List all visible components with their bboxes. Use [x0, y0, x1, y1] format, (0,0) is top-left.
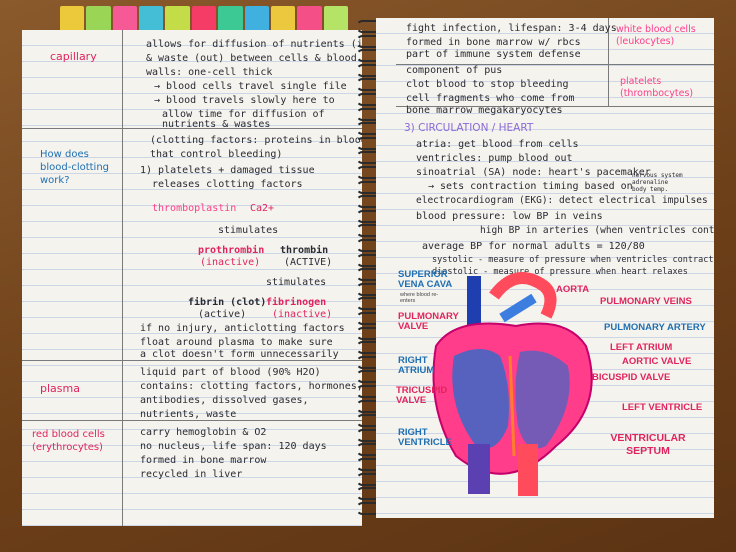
label-left-atrium: LEFT ATRIUM — [610, 342, 673, 353]
note-line: component of pus — [406, 65, 503, 76]
note-line: that control bleeding) — [150, 149, 283, 160]
note-line: fight infection, lifespan: 3-4 days — [406, 23, 617, 34]
note-line: average BP for normal adults = 120/80 — [422, 241, 645, 252]
note-line: clot blood to stop bleeding — [406, 79, 569, 90]
clot-thrombin-state: (ACTIVE) — [284, 257, 333, 268]
label-left-ventricle: LEFT VENTRICLE — [622, 402, 703, 413]
right-ventricle-chamber — [452, 349, 509, 449]
clot-fibrinogen-state: (inactive) — [272, 309, 333, 320]
row-divider — [22, 420, 362, 421]
clot-thrombin: thrombin — [280, 245, 329, 256]
note-line: if no injury, anticlotting factors — [140, 323, 345, 334]
label-right-ventricle: RIGHT VENTRICLE — [398, 427, 452, 448]
note-line: a clot doesn't form unnecessarily — [140, 349, 339, 360]
label-right-atrium: RIGHT ATRIUM — [398, 355, 435, 376]
note-small: body temp. — [632, 186, 669, 193]
note-line: electrocardiogram (EKG): detect electric… — [416, 195, 708, 206]
note-line: part of immune system defense — [406, 49, 581, 60]
note-line: float around plasma to make sure — [140, 337, 333, 348]
note-line: liquid part of blood (90% H2O) — [140, 367, 321, 378]
label-pulmonary-valve: PULMONARY VALVE — [398, 311, 459, 332]
note-line: → blood cells travel single file — [154, 81, 347, 92]
label-aorta: AORTA — [556, 284, 590, 295]
note-line: contains: clotting factors, hormones, — [140, 381, 362, 392]
clot-fibrin: fibrin (clot) — [188, 297, 267, 308]
column-divider — [608, 18, 609, 106]
clot-calcium: Ca2+ — [250, 203, 275, 214]
note-line: releases clotting factors — [152, 179, 303, 190]
term-white-blood-cells: white blood cells (leukocytes) — [616, 24, 696, 47]
note-line: 1) platelets + damaged tissue — [140, 165, 315, 176]
note-line: walls: one-cell thick — [146, 67, 273, 78]
note-line: nutrients & wastes — [162, 119, 271, 130]
note-line: cell fragments who come from — [406, 93, 575, 104]
label-ventricular-septum: VENTRICULAR SEPTUM — [610, 432, 686, 457]
note-line: → sets contraction timing based on — [428, 181, 633, 192]
clot-stimulates: stimulates — [218, 225, 279, 236]
term-capillary: capillary — [50, 50, 97, 63]
left-ventricle-chamber — [515, 350, 570, 449]
section-heading: 3) CIRCULATION / HEART — [404, 122, 534, 134]
label-pulmonary-veins: PULMONARY VEINS — [600, 296, 692, 307]
term-platelets: platelets (thrombocytes) — [620, 76, 694, 99]
row-divider — [22, 360, 362, 361]
heart-diagram — [432, 272, 593, 496]
note-small: nervous system — [632, 172, 683, 179]
inferior-vena-cava — [468, 444, 490, 494]
clot-fibrinogen: fibrinogen — [266, 297, 327, 308]
note-line: nutrients, waste — [140, 409, 237, 420]
note-line: antibodies, dissolved gases, — [140, 395, 309, 406]
note-line: recycled in liver — [140, 469, 243, 480]
note-line: no nucleus, life span: 120 days — [140, 441, 327, 452]
row-divider — [396, 106, 714, 107]
note-line: high BP in arteries (when ventricles con… — [480, 225, 714, 236]
note-line: carry hemoglobin & O2 — [140, 427, 267, 438]
note-line: allow time for diffusion of — [162, 109, 325, 120]
descending-aorta — [518, 444, 538, 496]
label-tricuspid-valve: TRICUSPID VALVE — [396, 385, 448, 406]
note-line: → blood travels slowly here to — [154, 95, 335, 106]
note-line: (clotting factors: proteins in blood — [150, 135, 362, 146]
note-line: bone marrow megakaryocytes — [406, 105, 563, 116]
note-line: blood pressure: low BP in veins — [416, 211, 603, 222]
note-line: atria: get blood from cells — [416, 139, 579, 150]
row-divider — [22, 128, 362, 129]
note-line: systolic - measure of pressure when vent… — [432, 255, 714, 265]
note-small: adrenaline — [632, 179, 669, 186]
clot-fibrin-state: (active) — [198, 309, 247, 320]
note-line: formed in bone marrow — [140, 455, 267, 466]
ventricular-septum-wall — [508, 355, 516, 457]
clot-stimulates: stimulates — [266, 277, 327, 288]
aorta-arch — [489, 272, 557, 319]
label-svc-note: where blood re-enters — [400, 292, 439, 304]
note-line: allows for diffusion of nutrients (in) — [146, 39, 362, 50]
term-red-blood-cells: red blood cells (erythrocytes) — [32, 429, 105, 453]
clot-prothrombin: prothrombin — [198, 245, 265, 256]
pulmonary-artery-vessel — [499, 293, 537, 323]
row-divider — [396, 64, 714, 65]
label-pulmonary-artery: PULMONARY ARTERY — [604, 322, 706, 333]
label-superior-vena-cava: SUPERIOR VENA CAVA — [398, 269, 453, 290]
term-blood-clotting: How does blood-clotting work? — [40, 149, 110, 186]
clot-prothrombin-state: (inactive) — [200, 257, 261, 268]
label-bicuspid-valve: BICUSPID VALVE — [592, 372, 671, 383]
left-notebook-page: capillary allows for diffusion of nutrie… — [22, 30, 362, 526]
left-margin-line — [122, 30, 123, 526]
label-aortic-valve: AORTIC VALVE — [622, 356, 692, 367]
term-plasma: plasma — [40, 382, 80, 395]
note-line: & waste (out) between cells & blood — [146, 53, 357, 64]
note-line: formed in bone marrow w/ rbcs — [406, 37, 581, 48]
note-line: ventricles: pump blood out — [416, 153, 573, 164]
clot-thromboplastin: thromboplastin — [152, 203, 237, 214]
note-line: diastolic - measure of pressure when hea… — [432, 267, 688, 277]
note-line: sinoatrial (SA) node: heart's pacemaker — [416, 167, 651, 178]
